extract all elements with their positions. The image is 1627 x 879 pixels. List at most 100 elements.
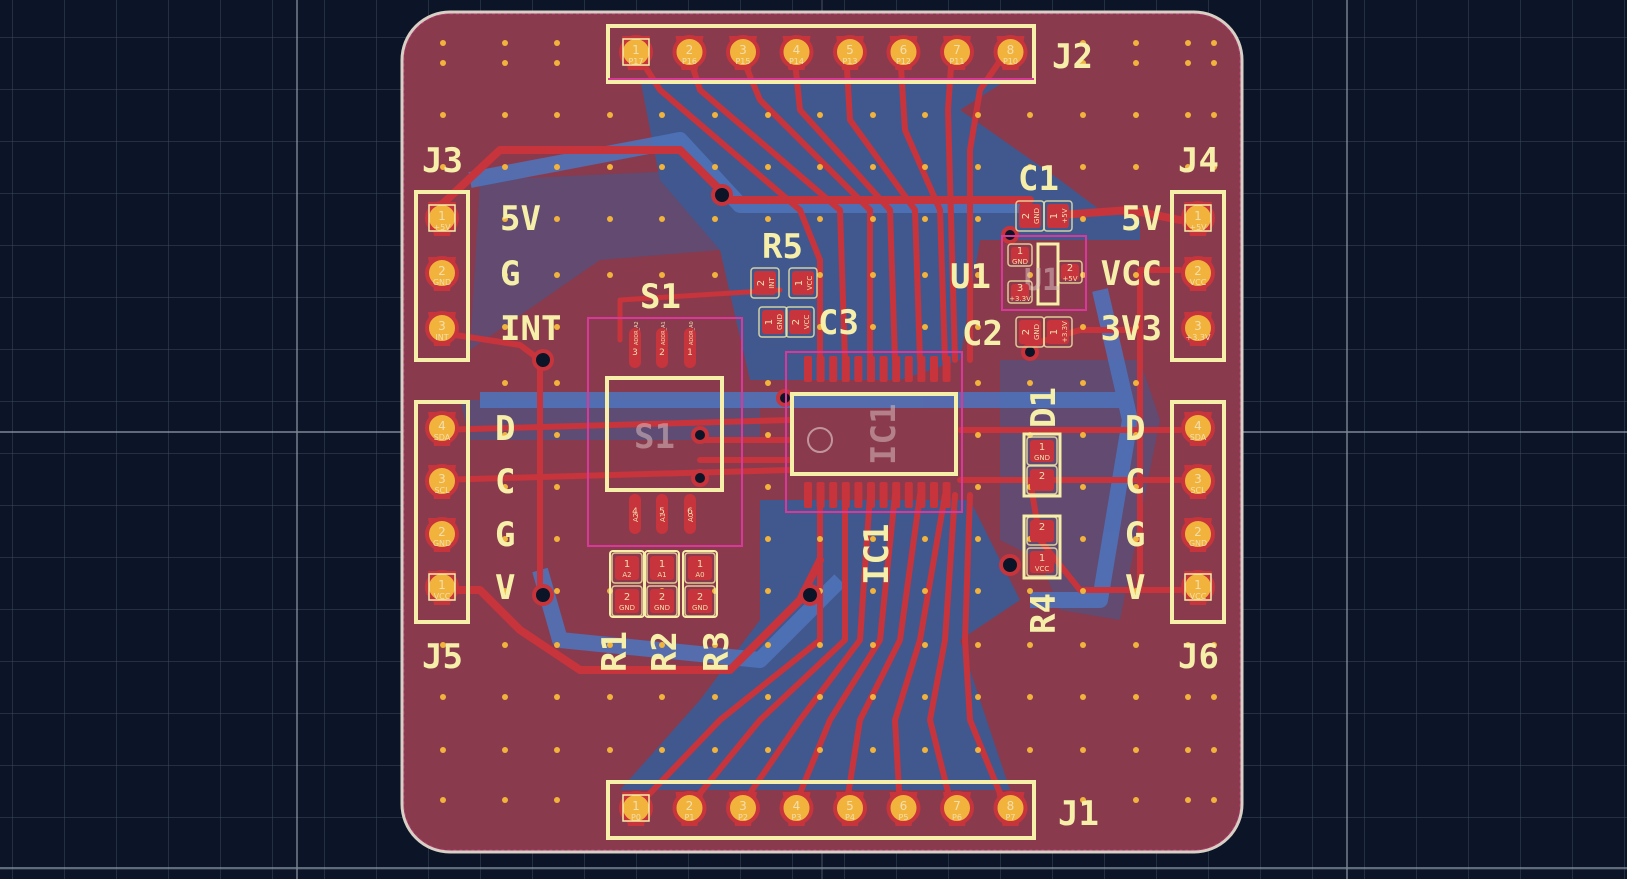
via-dot [1133, 536, 1139, 542]
pin-name: P16 [682, 57, 697, 66]
via-dot [607, 216, 613, 222]
tht-pin: 3+3.3V [1181, 311, 1215, 346]
pad-number: 2 [1021, 329, 1032, 335]
via-dot [765, 694, 771, 700]
pin-number: 1 [438, 209, 446, 223]
pin-pad [833, 791, 867, 825]
pin-label: 5V [500, 199, 541, 239]
via-dot [554, 484, 560, 490]
pin-name: P1 [685, 813, 695, 822]
via-dot [1211, 40, 1217, 46]
via-dot [1185, 40, 1191, 46]
via-dot [502, 747, 508, 753]
pad-name: GND [654, 604, 670, 612]
pin-pad [425, 464, 459, 498]
via-dot [607, 272, 613, 278]
pin-number: 3 [739, 799, 747, 813]
via-dot [975, 380, 981, 386]
pin-number: 4 [793, 43, 801, 57]
via-dot [870, 324, 876, 330]
pad-number: 2 [624, 592, 630, 603]
via-dot [554, 380, 560, 386]
ic1-chip[interactable]: IC1 IC1 [785, 351, 963, 585]
via-dot [659, 164, 665, 170]
pin-name: P15 [735, 57, 750, 66]
pad-number: 2 [697, 592, 703, 603]
via-dot [765, 642, 771, 648]
via-dot [607, 747, 613, 753]
pin-name: +3.3V [1186, 333, 1211, 342]
via-dot [554, 40, 560, 46]
ic-pin-bottom [804, 482, 812, 508]
pin-pad [940, 35, 974, 69]
pad-number: 5 [659, 507, 665, 517]
via-dot [817, 272, 823, 278]
pin-name: P11 [949, 57, 964, 66]
via-dot [659, 642, 665, 648]
via-dot [659, 272, 665, 278]
pin-number: 4 [793, 799, 801, 813]
ic-pin-bottom [867, 482, 875, 508]
via-dot [922, 588, 928, 594]
smd-pad: 3+3.3V [1007, 280, 1033, 304]
pad-number: 3 [1017, 283, 1023, 294]
pad-name: A2 [632, 513, 640, 522]
pin-name: P17 [628, 57, 643, 66]
via-dot [1080, 747, 1086, 753]
via-dot [870, 694, 876, 700]
via-dot [1211, 747, 1217, 753]
via-dot [1211, 694, 1217, 700]
via-dot [1080, 164, 1086, 170]
via-dot [440, 642, 446, 648]
pad-number: 1 [794, 280, 805, 286]
via-dot [1185, 694, 1191, 700]
via-dot [1211, 60, 1217, 66]
pin-number: 2 [686, 43, 694, 57]
pin-name: P10 [1003, 57, 1018, 66]
via-dot [1027, 112, 1033, 118]
pin-pad [1181, 464, 1215, 498]
pin-name: +5V [1189, 223, 1207, 232]
pad-name: GND [1033, 324, 1041, 340]
pin-pad [1181, 570, 1215, 604]
via-dot [870, 272, 876, 278]
via-dot [1133, 112, 1139, 118]
smd-pad: 2 [1026, 465, 1058, 495]
ref-d1: D1 [1024, 387, 1064, 428]
via-dot [659, 216, 665, 222]
pin-pad [886, 35, 921, 69]
ic-pin-bottom [904, 482, 913, 508]
pin-label: 3V3 [1101, 309, 1162, 349]
pin-pad [425, 201, 459, 235]
via-dot [817, 694, 823, 700]
via-dot [975, 164, 981, 170]
pin-name: SDA [434, 433, 451, 442]
pin-pad [1181, 256, 1215, 290]
pad-number: 3 [632, 348, 638, 358]
pad-number: 6 [687, 507, 693, 517]
ic-pin-top [816, 356, 825, 382]
via-dot [554, 164, 560, 170]
